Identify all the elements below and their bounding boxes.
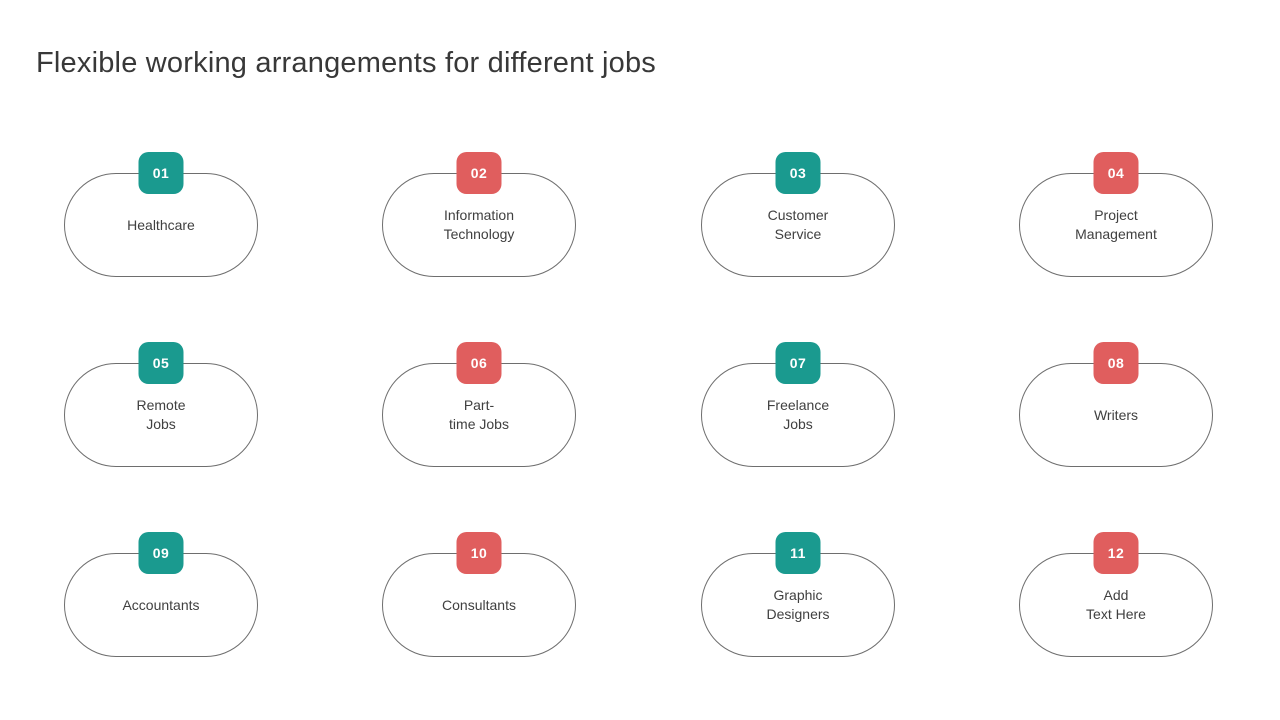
job-label: Customer Service [767,207,829,242]
job-card-part-time-jobs[interactable]: 06 Part- time Jobs [382,342,576,468]
number-badge: 10 [456,532,502,574]
job-card-healthcare[interactable]: 01 Healthcare [64,152,258,278]
job-card-graphic-designers[interactable]: 11 Graphic Designers [701,532,895,658]
job-label: Add Text Here [1086,587,1146,622]
pill-outline: Information Technology [382,173,576,277]
job-label: Graphic Designers [766,587,830,622]
job-card-add-text-here[interactable]: 12 Add Text Here [1019,532,1213,658]
job-card-freelance-jobs[interactable]: 07 Freelance Jobs [701,342,895,468]
job-card-information-technology[interactable]: 02 Information Technology [382,152,576,278]
job-label: Project Management [1075,207,1157,242]
job-label: Consultants [442,596,516,613]
number-badge: 04 [1093,152,1139,194]
number-badge: 02 [456,152,502,194]
job-card-project-management[interactable]: 04 Project Management [1019,152,1213,278]
number-badge: 06 [456,342,502,384]
job-card-customer-service[interactable]: 03 Customer Service [701,152,895,278]
slide-title: Flexible working arrangements for differ… [36,47,656,79]
job-label: Healthcare [127,216,195,233]
number-badge: 12 [1093,532,1139,574]
job-label: Accountants [122,596,200,613]
job-label: Information Technology [443,207,515,242]
job-label: Freelance Jobs [766,397,830,432]
number-badge: 11 [775,532,821,574]
job-card-writers[interactable]: 08 Writers [1019,342,1213,468]
job-card-consultants[interactable]: 10 Consultants [382,532,576,658]
job-card-accountants[interactable]: 09 Accountants [64,532,258,658]
job-card-remote-jobs[interactable]: 05 Remote Jobs [64,342,258,468]
number-badge: 05 [138,342,184,384]
number-badge: 07 [775,342,821,384]
job-label: Writers [1093,406,1139,423]
job-label: Remote Jobs [136,397,186,432]
number-badge: 01 [138,152,184,194]
number-badge: 03 [775,152,821,194]
number-badge: 09 [138,532,184,574]
job-label: Part- time Jobs [449,397,509,432]
number-badge: 08 [1093,342,1139,384]
